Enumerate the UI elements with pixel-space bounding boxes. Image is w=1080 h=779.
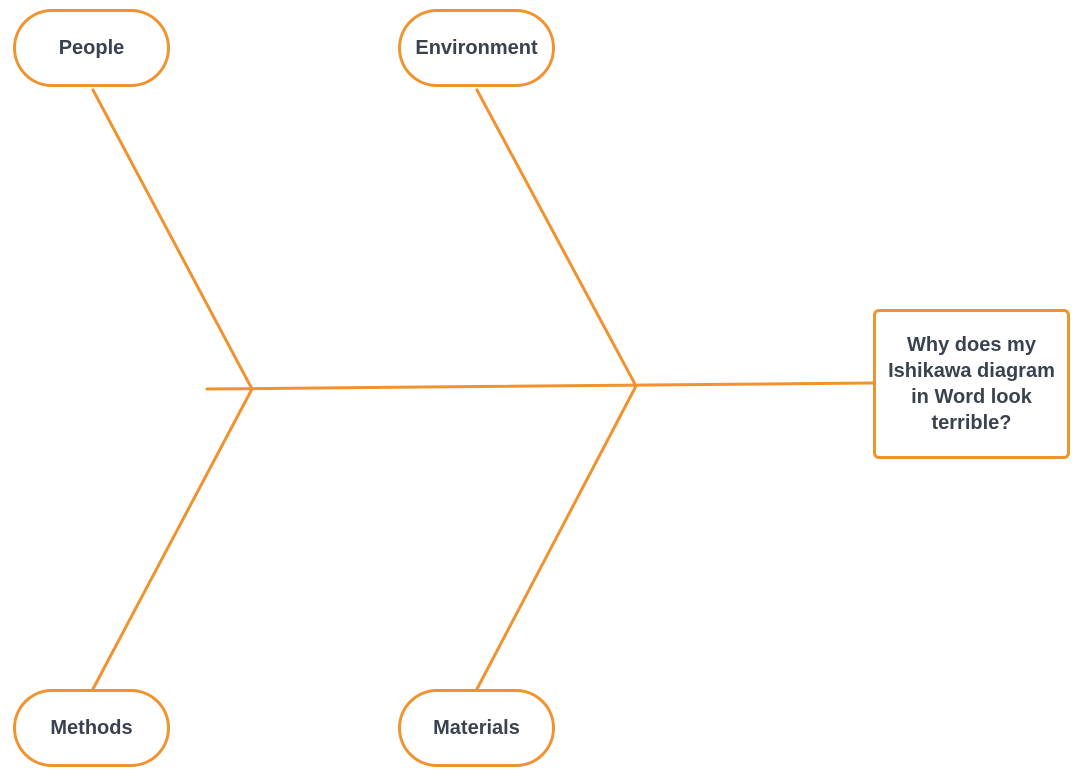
cause-label-methods: Methods — [50, 716, 133, 739]
cause-node-environment[interactable]: Environment — [398, 9, 555, 87]
bone-materials — [475, 384, 638, 691]
spine-line — [205, 381, 875, 391]
bone-people — [91, 88, 254, 391]
effect-node[interactable]: Why does my Ishikawa diagram in Word loo… — [873, 309, 1070, 459]
bone-environment — [475, 88, 638, 388]
cause-label-people: People — [58, 36, 125, 59]
bone-methods — [91, 387, 254, 691]
effect-label: Why does my Ishikawa diagram in Word loo… — [888, 334, 1055, 434]
cause-label-materials: Materials — [433, 716, 520, 739]
cause-node-methods[interactable]: Methods — [13, 689, 170, 767]
cause-label-environment: Environment — [415, 36, 538, 59]
cause-node-materials[interactable]: Materials — [398, 689, 555, 767]
cause-node-people[interactable]: People — [13, 9, 170, 87]
